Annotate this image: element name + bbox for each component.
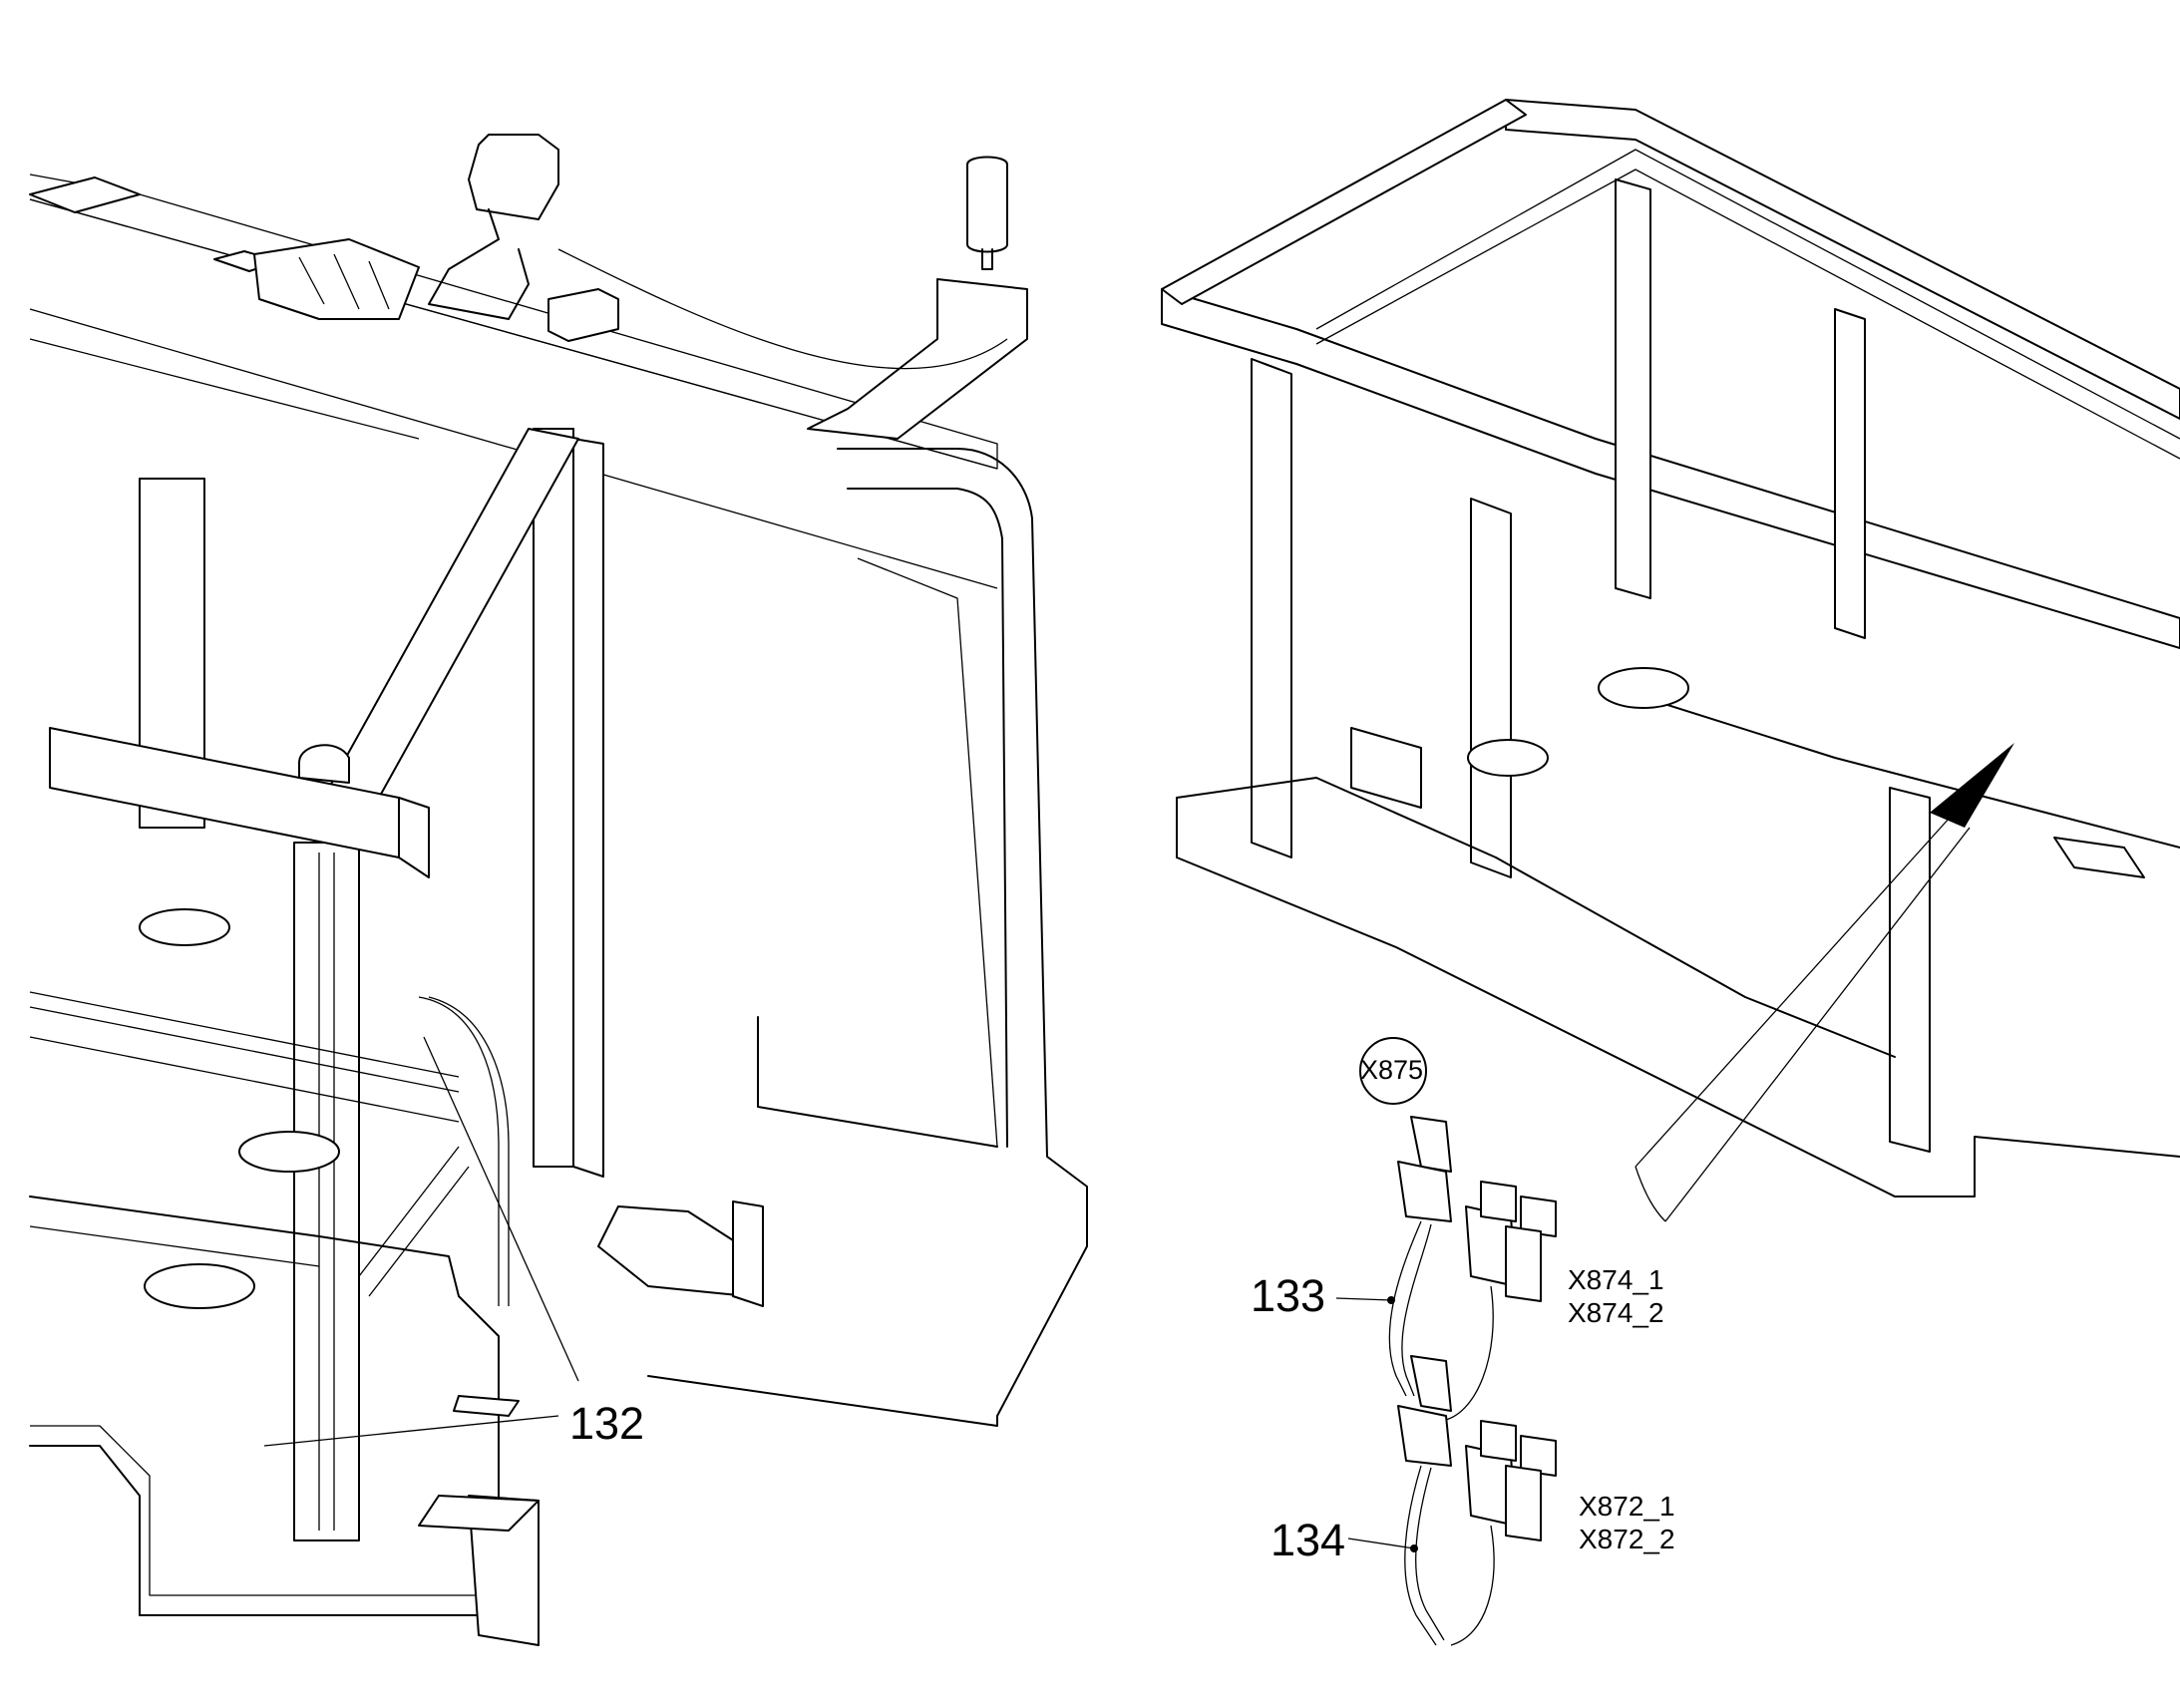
arrow-pointer xyxy=(1930,743,2014,828)
left-assembly-view xyxy=(29,134,1088,1646)
connector-x874-2: X874_2 xyxy=(1568,1297,1664,1328)
connector-x874-1: X874_1 xyxy=(1568,1264,1664,1295)
leader-134 xyxy=(1347,1537,1415,1549)
connector-bubble-label: X875 xyxy=(1360,1055,1424,1085)
connector-x872-1: X872_1 xyxy=(1579,1491,1675,1522)
connector-x872-2: X872_2 xyxy=(1579,1524,1675,1554)
callout-134: 134 xyxy=(1271,1515,1346,1565)
callout-132: 132 xyxy=(569,1398,645,1449)
callout-133: 133 xyxy=(1251,1270,1326,1321)
leader-133 xyxy=(1335,1297,1392,1301)
leader-132a xyxy=(423,1036,579,1382)
connector-bubble-circle xyxy=(1359,1037,1427,1105)
right-assembly-view xyxy=(1161,99,2180,1222)
cable-detail xyxy=(1335,1037,1557,1646)
leader-132b xyxy=(263,1415,559,1447)
